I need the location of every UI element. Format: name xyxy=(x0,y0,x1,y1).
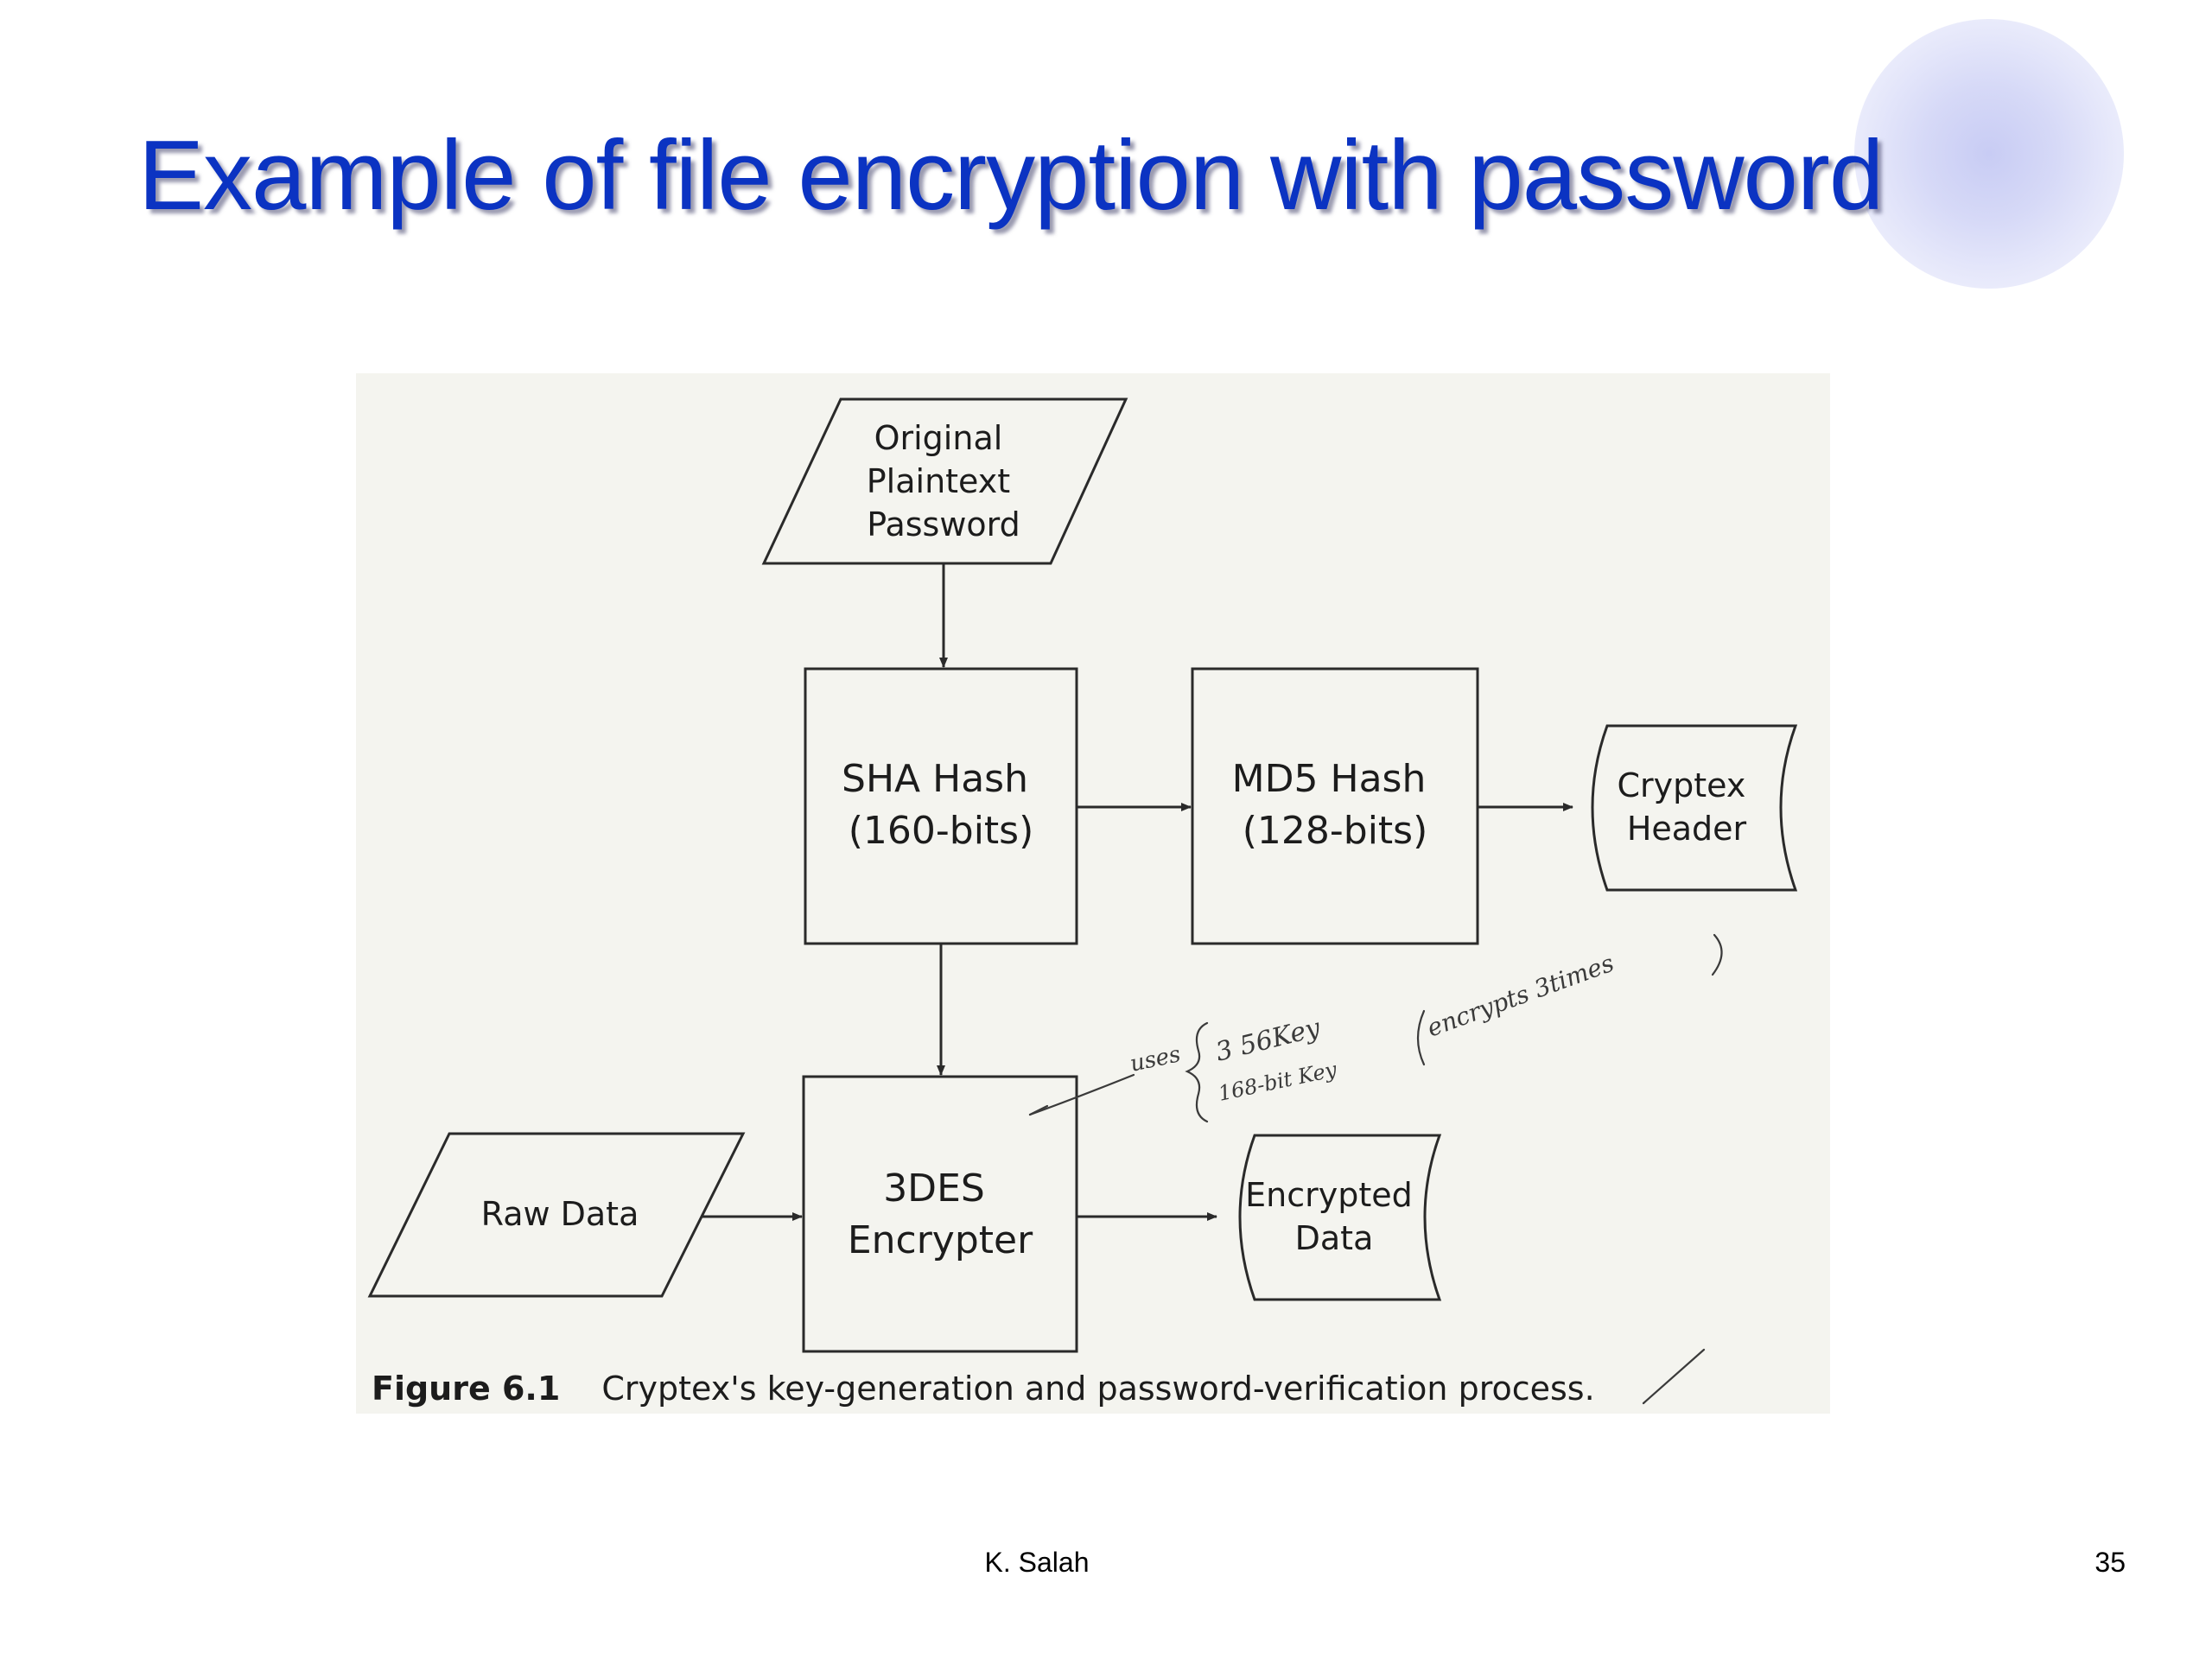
svg-text:Cryptex Header: Cryptex Header xyxy=(1618,766,1757,848)
encrypted-data-line-1: Encrypted xyxy=(1245,1176,1413,1214)
figure-caption-label: Figure 6.1 xyxy=(372,1370,560,1408)
cryptex-header-line-1: Cryptex xyxy=(1618,766,1746,804)
node-sha-hash: SHA Hash (160-bits) xyxy=(804,667,1078,945)
svg-text:SHA Hash (160-bits): SHA Hash (160-bits) xyxy=(842,757,1040,853)
handwritten-paren-close xyxy=(1711,933,1723,976)
handwritten-brace xyxy=(1185,1021,1209,1123)
node-original-password: Original Plaintext Password xyxy=(761,397,1128,565)
encrypted-data-line-2: Data xyxy=(1295,1219,1374,1257)
3des-line-1: 3DES xyxy=(883,1166,985,1211)
cryptex-header-line-2: Header xyxy=(1627,810,1747,848)
handwritten-paren-open xyxy=(1416,1009,1426,1066)
sha-hash-line-1: SHA Hash xyxy=(842,757,1028,801)
handwritten-encrypts: encrypts 3times xyxy=(1423,949,1618,1043)
decorative-circle xyxy=(1854,19,2124,289)
svg-text:Original Plaintext: Original Plaintext Password xyxy=(867,419,1021,543)
handwritten-annotation: uses 3 56Key 168-bit Key encrypts 3times xyxy=(1028,933,1723,1405)
slide-title: Example of file encryption with password xyxy=(138,121,1884,231)
footer-page-number: 35 xyxy=(2094,1547,2126,1578)
footer-author: K. Salah xyxy=(984,1547,1090,1578)
node-encrypted-data: Encrypted Data xyxy=(1238,1134,1442,1301)
handwritten-pointer-tip xyxy=(1028,1104,1049,1116)
sha-hash-line-2: (160-bits) xyxy=(849,809,1034,853)
svg-text:MD5 Hash (128-bits): MD5 Hash (128-bits) xyxy=(1232,757,1439,853)
node-raw-data: Raw Data xyxy=(367,1132,746,1298)
svg-text:Encrypted Data: Encrypted Data xyxy=(1245,1176,1423,1257)
figure-caption: Figure 6.1 Cryptex's key-generation and … xyxy=(372,1370,1595,1408)
md5-hash-line-2: (128-bits) xyxy=(1243,809,1428,853)
node-md5-hash: MD5 Hash (128-bits) xyxy=(1191,667,1479,945)
figure-scan: Original Plaintext Password SHA Hash (16… xyxy=(356,373,1830,1414)
handwritten-key: 3 56Key xyxy=(1212,1013,1324,1068)
node-cryptex-header: Cryptex Header xyxy=(1591,724,1798,892)
flowchart: Original Plaintext Password SHA Hash (16… xyxy=(367,397,1798,1408)
node-3des-encrypter: 3DES Encrypter xyxy=(802,1075,1078,1353)
handwritten-stray-mark xyxy=(1642,1348,1706,1405)
svg-text:3DES Encrypter: 3DES Encrypter xyxy=(848,1166,1033,1262)
handwritten-pointer-line xyxy=(1028,1073,1135,1116)
md5-hash-line-1: MD5 Hash xyxy=(1232,757,1427,801)
original-password-line-3: Password xyxy=(867,505,1020,543)
raw-data-label: Raw Data xyxy=(481,1195,639,1233)
original-password-line-2: Plaintext xyxy=(867,462,1010,500)
svg-text:Raw Data: Raw Data xyxy=(481,1195,639,1233)
3des-line-2: Encrypter xyxy=(848,1218,1033,1262)
original-password-line-1: Original xyxy=(874,419,1003,457)
handwritten-bit: 168-bit Key xyxy=(1216,1057,1338,1105)
handwritten-uses: uses xyxy=(1128,1041,1183,1077)
figure-caption-text: Cryptex's key-generation and password-ve… xyxy=(601,1370,1594,1408)
